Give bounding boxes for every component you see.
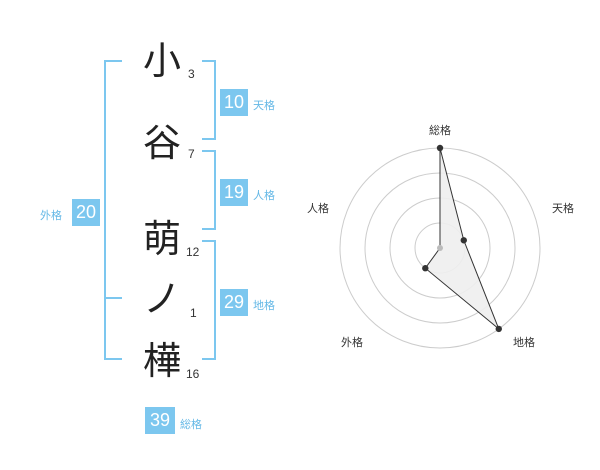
tenkaku-label: 天格 [253, 99, 275, 112]
tenkaku-value-badge: 10 [220, 89, 248, 116]
radar-axis-label-chikaku: 地格 [513, 335, 535, 349]
radar-center-dot [437, 245, 443, 251]
chikaku-label: 地格 [253, 299, 275, 312]
radar-axis-label-gaikaku: 外格 [341, 335, 363, 349]
jinkaku-value-badge: 19 [220, 179, 248, 206]
tenkaku-bracket-top [202, 60, 216, 62]
name-char-5: 樺 [143, 339, 182, 383]
jinkaku-bracket-top [202, 150, 216, 152]
chikaku-bracket-vertical [214, 240, 216, 360]
gaikaku-bracket-middle [104, 297, 122, 299]
tenkaku-bracket-vertical [214, 60, 216, 140]
radar-point [422, 265, 429, 272]
gaikaku-bracket-vertical [104, 60, 106, 360]
soukaku-label: 総格 [180, 418, 202, 431]
name-char-2: 谷 [143, 121, 182, 165]
radar-point [460, 237, 467, 244]
name-char-4: ノ [143, 277, 182, 321]
radar-axis-label-soukaku: 総格 [429, 123, 451, 137]
chikaku-bracket-top [202, 240, 216, 242]
gaikaku-label: 外格 [40, 209, 62, 222]
radar-point [495, 325, 502, 333]
radar-point [436, 144, 444, 152]
stroke-count-2: 7 [188, 147, 195, 161]
stroke-count-1: 3 [188, 67, 195, 81]
name-char-1: 小 [143, 39, 182, 83]
radar-axis-label-tenkaku: 天格 [552, 201, 574, 215]
jinkaku-bracket-vertical [214, 150, 216, 230]
chikaku-value-badge: 29 [220, 289, 248, 316]
chikaku-bracket-bottom [202, 358, 216, 360]
name-char-3: 萌 [143, 217, 182, 261]
soukaku-value-badge: 39 [145, 407, 175, 434]
jinkaku-label: 人格 [253, 189, 275, 202]
stroke-count-5: 16 [186, 367, 200, 381]
jinkaku-bracket-bottom [202, 228, 216, 230]
gaikaku-bracket-top [104, 60, 122, 62]
gaikaku-value-badge: 20 [72, 199, 100, 226]
tenkaku-bracket-bottom [202, 138, 216, 140]
gaikaku-bracket-bottom [104, 358, 122, 360]
stroke-count-4: 1 [190, 306, 197, 320]
stroke-count-3: 12 [186, 245, 200, 259]
radar-axis-label-jinkaku: 人格 [307, 201, 329, 215]
